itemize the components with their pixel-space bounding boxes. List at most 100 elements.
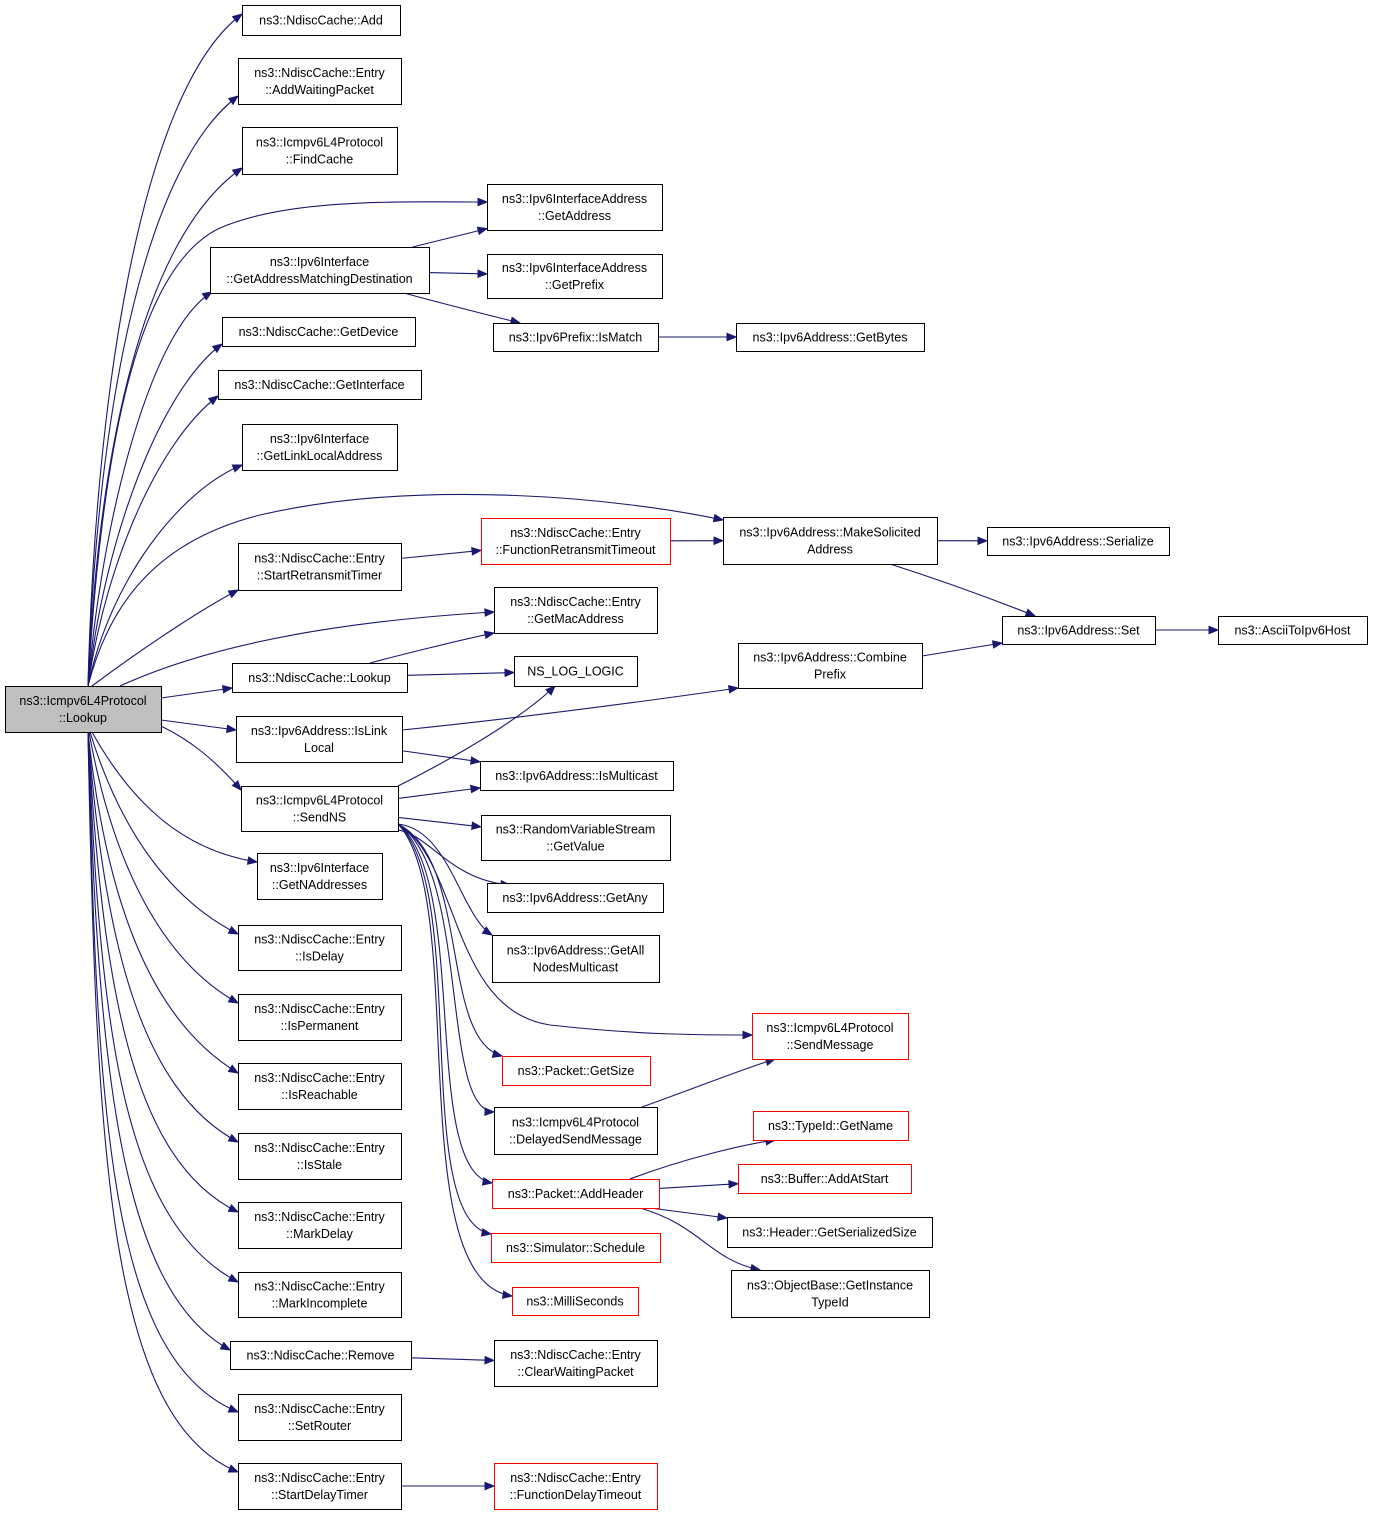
- node-startdelay[interactable]: ns3::NdiscCache::Entry::StartDelayTimer: [238, 1463, 402, 1510]
- call-edge-islinklocal-to-combineprefix: [401, 687, 739, 731]
- call-edge-root-to-getdevice: [87, 343, 223, 687]
- node-getnaddr[interactable]: ns3::Ipv6Interface::GetNAddresses: [257, 853, 383, 900]
- node-box-getdevice: [222, 317, 416, 347]
- node-startretrans[interactable]: ns3::NdiscCache::Entry::StartRetransmitT…: [238, 543, 402, 591]
- node-getprefix[interactable]: ns3::Ipv6InterfaceAddress::GetPrefix: [487, 254, 663, 299]
- call-edge-root-to-getmac: [119, 611, 495, 687]
- node-label-getinstance-0: ns3::ObjectBase::GetInstance: [747, 1279, 913, 1293]
- node-addatstart[interactable]: ns3::Buffer::AddAtStart: [738, 1164, 912, 1194]
- node-label-startdelay-1: ::StartDelayTimer: [271, 1488, 368, 1502]
- node-label-getnaddr-0: ns3::Ipv6Interface: [270, 861, 369, 875]
- node-box-ndlookup: [232, 663, 408, 693]
- node-funcretrans[interactable]: ns3::NdiscCache::Entry::FunctionRetransm…: [481, 518, 671, 565]
- node-sendmessage[interactable]: ns3::Icmpv6L4Protocol::SendMessage: [752, 1013, 909, 1060]
- node-label-combineprefix-1: Prefix: [814, 668, 847, 682]
- node-findcache[interactable]: ns3::Icmpv6L4Protocol::FindCache: [242, 127, 398, 175]
- node-markdelay[interactable]: ns3::NdiscCache::Entry::MarkDelay: [238, 1202, 402, 1249]
- node-getaddress[interactable]: ns3::Ipv6InterfaceAddress::GetAddress: [487, 184, 663, 231]
- node-ipv6set[interactable]: ns3::Ipv6Address::Set: [1002, 616, 1156, 645]
- call-edge-root-to-ispermanent: [88, 731, 239, 1004]
- node-sendns[interactable]: ns3::Icmpv6L4Protocol::SendNS: [241, 786, 399, 832]
- node-label-markincomplete-0: ns3::NdiscCache::Entry: [254, 1280, 385, 1294]
- arrowhead-root-to-isdelay: [227, 925, 240, 935]
- call-edge-root-to-makesolicited: [87, 493, 724, 687]
- node-label-findcache-0: ns3::Icmpv6L4Protocol: [256, 136, 383, 150]
- node-ismatch[interactable]: ns3::Ipv6Prefix::IsMatch: [493, 323, 659, 352]
- node-label-setrouter-1: ::SetRouter: [288, 1419, 351, 1433]
- node-box-sendns: [241, 786, 399, 832]
- node-label-gamd-0: ns3::Ipv6Interface: [270, 255, 369, 269]
- node-isdelay[interactable]: ns3::NdiscCache::Entry::IsDelay: [238, 925, 402, 971]
- node-box-startdelay: [238, 1463, 402, 1510]
- node-label-islinklocal-1: Local: [304, 741, 334, 755]
- node-label-getprefix-0: ns3::Ipv6InterfaceAddress: [502, 261, 647, 275]
- node-label-delayedsend-0: ns3::Icmpv6L4Protocol: [512, 1116, 639, 1130]
- node-label-addheader-0: ns3::Packet::AddHeader: [508, 1187, 644, 1201]
- node-box-getinterface: [218, 370, 422, 400]
- node-delayedsend[interactable]: ns3::Icmpv6L4Protocol::DelayedSendMessag…: [494, 1107, 658, 1155]
- node-addwaiting[interactable]: ns3::NdiscCache::Entry::AddWaitingPacket: [238, 58, 402, 105]
- node-getbytes[interactable]: ns3::Ipv6Address::GetBytes: [736, 323, 925, 352]
- node-label-root-0: ns3::Icmpv6L4Protocol: [19, 694, 146, 708]
- node-remove[interactable]: ns3::NdiscCache::Remove: [230, 1341, 412, 1370]
- node-label-root-1: ::Lookup: [59, 711, 107, 725]
- node-label-getaddress-0: ns3::Ipv6InterfaceAddress: [502, 192, 647, 206]
- arrowhead-funcretrans-to-makesolicited: [713, 536, 725, 546]
- node-getmac[interactable]: ns3::NdiscCache::Entry::GetMacAddress: [494, 587, 658, 634]
- node-label-combineprefix-0: ns3::Ipv6Address::Combine: [753, 651, 907, 665]
- arrowhead-gamd-to-getprefix: [477, 269, 489, 279]
- node-setrouter[interactable]: ns3::NdiscCache::Entry::SetRouter: [238, 1394, 402, 1441]
- node-getinterface[interactable]: ns3::NdiscCache::GetInterface: [218, 370, 422, 400]
- node-add[interactable]: ns3::NdiscCache::Add: [242, 5, 401, 36]
- node-serialize[interactable]: ns3::Ipv6Address::Serialize: [987, 527, 1170, 556]
- node-label-addatstart-0: ns3::Buffer::AddAtStart: [761, 1172, 889, 1186]
- arrowhead-root-to-isreachable: [227, 1064, 240, 1074]
- node-box-isdelay: [238, 925, 402, 971]
- node-label-getnaddr-1: ::GetNAddresses: [272, 878, 367, 892]
- node-box-getvalue: [481, 815, 671, 861]
- node-box-clearwaiting: [494, 1340, 658, 1387]
- node-box-markdelay: [238, 1202, 402, 1249]
- node-getlinklocal[interactable]: ns3::Ipv6Interface::GetLinkLocalAddress: [242, 424, 398, 471]
- node-box-ispermanent: [238, 994, 402, 1041]
- node-isreachable[interactable]: ns3::NdiscCache::Entry::IsReachable: [238, 1063, 402, 1110]
- node-getvalue[interactable]: ns3::RandomVariableStream::GetValue: [481, 815, 671, 861]
- node-label-clearwaiting-1: ::ClearWaitingPacket: [517, 1365, 634, 1379]
- node-gamd[interactable]: ns3::Ipv6Interface::GetAddressMatchingDe…: [210, 247, 430, 294]
- arrowhead-ipv6set-to-asciitoipv6: [1208, 625, 1220, 635]
- node-label-ipv6set-0: ns3::Ipv6Address::Set: [1017, 624, 1140, 638]
- node-label-sendmessage-1: ::SendMessage: [787, 1038, 874, 1052]
- node-clearwaiting[interactable]: ns3::NdiscCache::Entry::ClearWaitingPack…: [494, 1340, 658, 1387]
- node-milliseconds[interactable]: ns3::MilliSeconds: [512, 1287, 639, 1316]
- node-box-addatstart: [738, 1164, 912, 1194]
- node-label-gamd-1: ::GetAddressMatchingDestination: [226, 272, 412, 286]
- node-box-sendmessage: [752, 1013, 909, 1060]
- node-funcdelay[interactable]: ns3::NdiscCache::Entry::FunctionDelayTim…: [494, 1463, 658, 1510]
- arrowhead-makesolicited-to-serialize: [977, 536, 989, 546]
- node-getany[interactable]: ns3::Ipv6Address::GetAny: [487, 883, 664, 913]
- node-asciitoipv6[interactable]: ns3::AsciiToIpv6Host: [1218, 616, 1368, 645]
- node-typeidname[interactable]: ns3::TypeId::GetName: [753, 1111, 909, 1141]
- node-nslog[interactable]: NS_LOG_LOGIC: [514, 656, 638, 687]
- call-edge-root-to-remove: [87, 731, 231, 1351]
- node-ismulticast[interactable]: ns3::Ipv6Address::IsMulticast: [480, 761, 674, 791]
- arrowhead-sendns-to-getallnodes: [481, 926, 494, 936]
- node-ndlookup[interactable]: ns3::NdiscCache::Lookup: [232, 663, 408, 693]
- node-schedule[interactable]: ns3::Simulator::Schedule: [491, 1233, 661, 1263]
- node-getdevice[interactable]: ns3::NdiscCache::GetDevice: [222, 317, 416, 347]
- call-edge-root-to-getaddress: [87, 201, 488, 687]
- node-markincomplete[interactable]: ns3::NdiscCache::Entry::MarkIncomplete: [238, 1272, 402, 1318]
- node-serializedsize[interactable]: ns3::Header::GetSerializedSize: [727, 1217, 933, 1248]
- node-getsize[interactable]: ns3::Packet::GetSize: [502, 1056, 651, 1086]
- node-label-milliseconds-0: ns3::MilliSeconds: [526, 1295, 623, 1309]
- node-isstale[interactable]: ns3::NdiscCache::Entry::IsStale: [238, 1133, 402, 1180]
- node-label-funcretrans-0: ns3::NdiscCache::Entry: [510, 526, 641, 540]
- node-ispermanent[interactable]: ns3::NdiscCache::Entry::IsPermanent: [238, 994, 402, 1041]
- node-label-isreachable-0: ns3::NdiscCache::Entry: [254, 1071, 385, 1085]
- node-addheader[interactable]: ns3::Packet::AddHeader: [492, 1179, 660, 1209]
